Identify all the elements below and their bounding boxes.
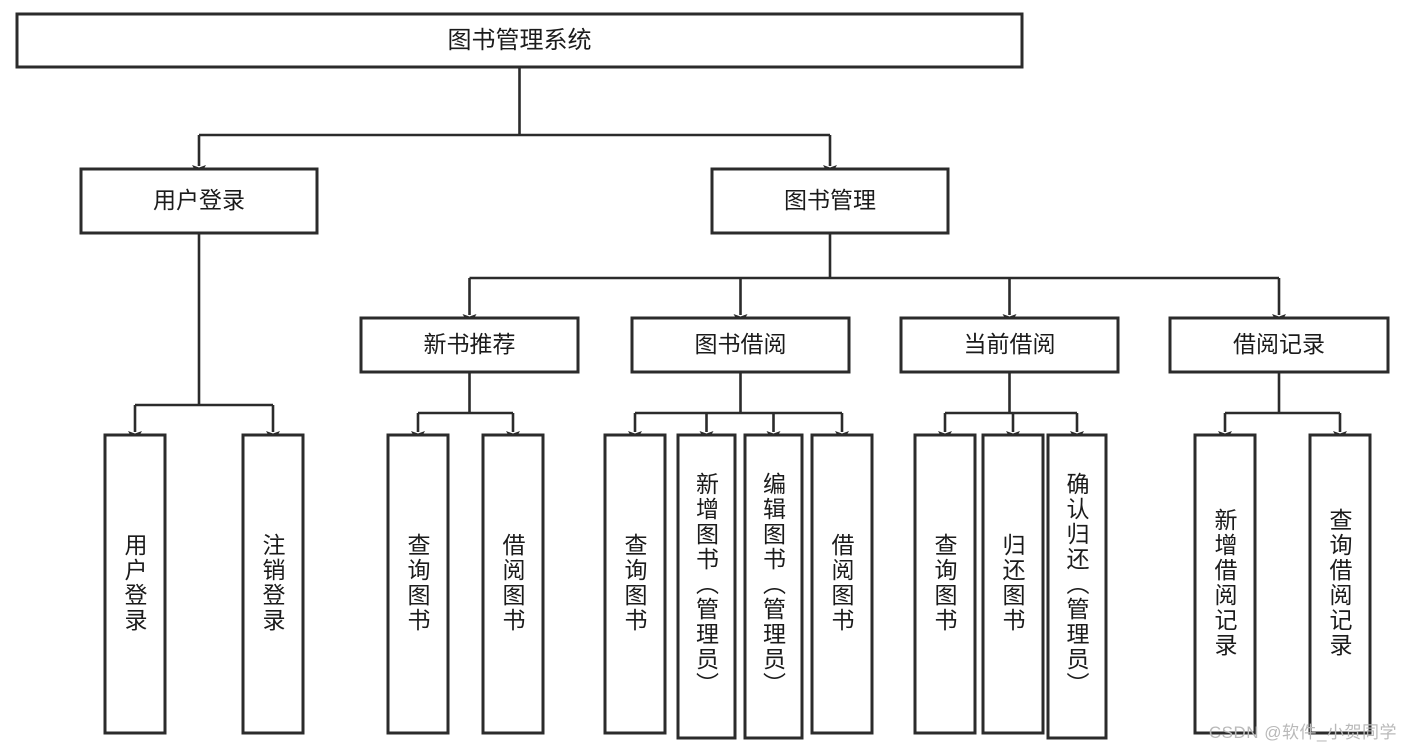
node-box-root[interactable] <box>15 12 1024 69</box>
boxes-layer <box>15 12 1390 740</box>
node-label-book-borrow: 图书借阅 <box>695 331 787 357</box>
node-box-leaf-borrow-book-rec[interactable] <box>481 433 545 735</box>
connectors-layer <box>128 67 1347 443</box>
node-label-current-borrow: 当前借阅 <box>964 331 1056 357</box>
node-label-root: 图书管理系统 <box>448 27 592 54</box>
node-box-leaf-query-book-rec[interactable] <box>386 433 450 735</box>
node-box-book-manage[interactable] <box>710 167 950 235</box>
node-box-leaf-query-book-current[interactable] <box>913 433 977 735</box>
node-box-leaf-return-book[interactable] <box>981 433 1045 735</box>
node-box-user-login[interactable] <box>79 167 319 235</box>
node-label-book-manage: 图书管理 <box>784 187 876 213</box>
node-box-leaf-confirm-return-admin[interactable] <box>1046 433 1108 740</box>
node-label-user-login: 用户登录 <box>153 187 245 213</box>
node-box-leaf-query-record[interactable] <box>1308 433 1372 735</box>
node-box-book-borrow[interactable] <box>630 316 851 374</box>
node-box-current-borrow[interactable] <box>899 316 1120 374</box>
node-box-leaf-user-logout[interactable] <box>241 433 305 735</box>
node-box-leaf-query-book-borrow[interactable] <box>603 433 667 735</box>
node-box-leaf-add-book-admin[interactable] <box>676 433 737 740</box>
watermark-text: CSDN @软件_小贺同学 <box>1208 723 1397 742</box>
node-label-borrow-record: 借阅记录 <box>1233 331 1325 357</box>
node-box-leaf-borrow-book[interactable] <box>810 433 874 735</box>
node-label-new-book-recommend: 新书推荐 <box>424 331 516 357</box>
node-box-borrow-record[interactable] <box>1168 316 1390 374</box>
node-box-leaf-user-login[interactable] <box>103 433 167 735</box>
node-box-leaf-add-record[interactable] <box>1193 433 1257 735</box>
node-box-new-book-recommend[interactable] <box>359 316 580 374</box>
node-box-leaf-edit-book-admin[interactable] <box>743 433 804 740</box>
